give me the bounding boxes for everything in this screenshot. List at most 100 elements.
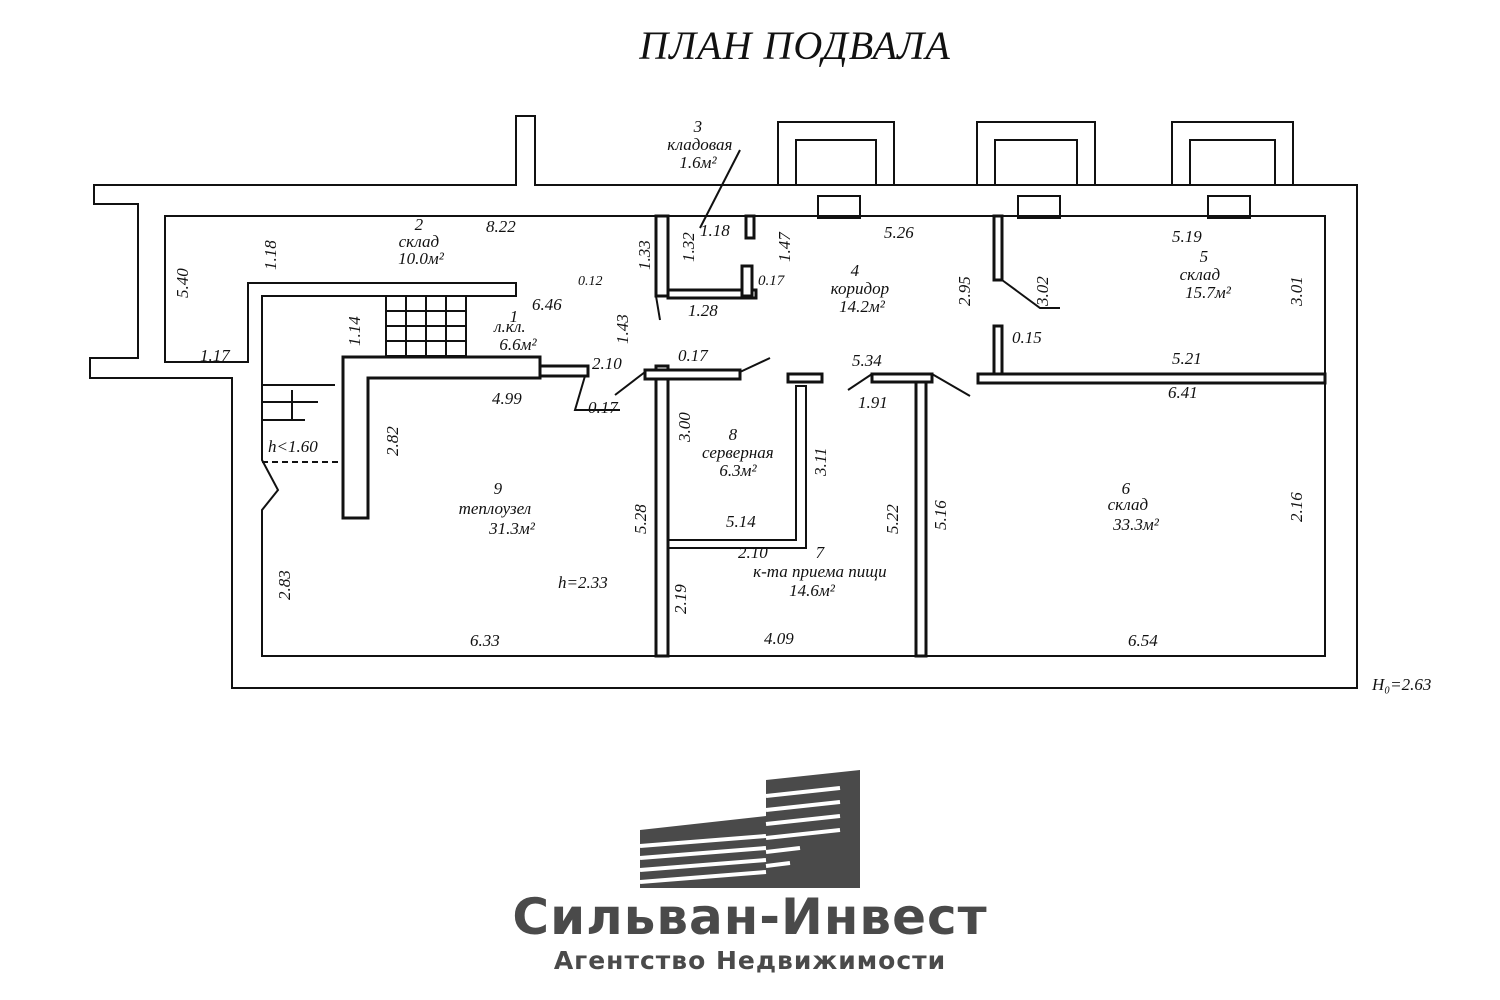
dimension-label: 0.17 (678, 346, 709, 365)
plan-title: ПЛАН ПОДВАЛА (639, 23, 951, 68)
door-swing (655, 295, 661, 321)
dimension-label: 6.33 (470, 631, 500, 650)
window (1017, 195, 1061, 219)
dimension-label: 3.00 (675, 412, 694, 443)
room-8-name: серверная (702, 443, 774, 462)
dimension-label: 0.17 (758, 273, 786, 289)
partition (666, 288, 758, 300)
leader-line (699, 149, 741, 229)
partition (341, 355, 542, 520)
dimension-label: 3.11 (811, 448, 830, 478)
dimension-label: 4.99 (492, 389, 522, 408)
room-2-label: 2 склад 10.0м² (398, 215, 445, 268)
partition (870, 372, 934, 384)
window (1207, 195, 1251, 219)
room-6-area: 33.3м² (1112, 515, 1160, 534)
floor-plan: 3 кладовая 1.6м² 2 склад 10.0м² 1 л.кл. … (89, 115, 1431, 694)
dimension-label: 1.17 (200, 346, 231, 365)
height-teploouzel: h=2.33 (558, 573, 608, 592)
room-4-name: коридор (831, 279, 889, 298)
dimension-label: 5.40 (173, 268, 192, 298)
room-2-id: 2 (415, 215, 424, 234)
partition (654, 364, 670, 658)
room-7-id: 7 (816, 543, 826, 562)
room-3-area: 1.6м² (679, 153, 717, 172)
dimension-label: 5.16 (931, 500, 950, 530)
height-ground: H₀=2.63 (1371, 675, 1431, 694)
light-well (777, 121, 895, 185)
partition (744, 214, 756, 240)
dimension-label: 1.28 (688, 301, 718, 320)
dimension-label: 2.10 (592, 354, 622, 373)
room-8-area: 6.3м² (719, 461, 757, 480)
room-9-label: 9 теплоузел 31.3м² (459, 479, 536, 538)
room-3-label: 3 кладовая 1.6м² (667, 117, 736, 172)
dimension-label: 2.83 (275, 570, 294, 600)
staircase (262, 295, 467, 421)
partition (992, 324, 1004, 376)
room-5-label: 5 склад 15.7м² (1180, 247, 1232, 302)
brand-name: Сильван-Инвест (512, 888, 988, 946)
room-9-name: теплоузел (459, 499, 532, 518)
dimension-label: 1.91 (858, 393, 888, 412)
leader-line (614, 371, 646, 396)
dimension-label: 1.47 (775, 231, 794, 262)
room-1-area: 6.6м² (499, 335, 537, 354)
partition (786, 372, 824, 384)
leader-line (1001, 279, 1060, 309)
logo-tall-tower (766, 770, 860, 888)
room-8-label: 8 серверная 6.3м² (702, 425, 778, 480)
dimension-label: 6.46 (532, 295, 562, 314)
dimension-label: 2.16 (1287, 492, 1306, 522)
room-8-id: 8 (729, 425, 738, 444)
dimension-label: 5.34 (852, 351, 882, 370)
dimension-label: 4.09 (764, 629, 794, 648)
dimension-label: 3.02 (1033, 276, 1052, 307)
room-6-name: склад (1108, 495, 1149, 514)
partition (643, 368, 742, 381)
room-5-id: 5 (1200, 247, 1209, 266)
door-swing (739, 357, 771, 373)
dimension-label: 5.21 (1172, 349, 1202, 368)
leader-line (573, 375, 620, 411)
room-9-id: 9 (494, 479, 503, 498)
room-4-id: 4 (851, 261, 860, 280)
room-5-name: склад (1180, 265, 1221, 284)
dimension-label: 1.18 (261, 240, 280, 270)
dimension-label: 1.18 (700, 221, 730, 240)
outer-wall (89, 115, 1358, 689)
room-7-label: 7 к-та приема пищи 14.6м² (753, 543, 891, 600)
room-6-label: 6 склад 33.3м² (1108, 479, 1160, 534)
partition (914, 376, 928, 658)
dimension-label: 6.54 (1128, 631, 1158, 650)
room-4-label: 4 коридор 14.2м² (831, 261, 894, 316)
room-1-name: л.кл. (493, 317, 526, 336)
room-7-name: к-та приема пищи (753, 562, 886, 581)
dimension-label: 1.33 (635, 240, 654, 270)
dimension-label: 8.22 (486, 217, 516, 236)
dimension-label: 6.41 (1168, 383, 1198, 402)
dimension-label: 0.12 (578, 274, 603, 289)
room-1-id: 1 (510, 307, 519, 326)
partition (992, 214, 1004, 282)
inner-wall-outline (164, 215, 1326, 657)
dimension-label: 1.43 (613, 314, 632, 344)
door-swing (931, 373, 971, 397)
height-stair: h<1.60 (268, 437, 318, 456)
door-swing (847, 373, 873, 391)
light-well (1171, 121, 1294, 185)
dimension-label: 2.82 (383, 426, 402, 456)
window (817, 195, 861, 219)
room-9-area: 31.3м² (488, 519, 536, 538)
room-5-area: 15.7м² (1185, 283, 1232, 302)
dimension-label: 5.22 (883, 504, 902, 534)
dimension-label: 2.10 (738, 543, 768, 562)
room-3-name: кладовая (667, 135, 732, 154)
partition (667, 385, 807, 549)
room-2-name: склад (399, 232, 440, 251)
room-7-area: 14.6м² (789, 581, 836, 600)
dimension-label: 1.32 (679, 232, 698, 262)
brand-tagline: Агентство Недвижимости (553, 946, 947, 975)
light-well (976, 121, 1096, 185)
company-logo-building-icon (639, 770, 860, 888)
